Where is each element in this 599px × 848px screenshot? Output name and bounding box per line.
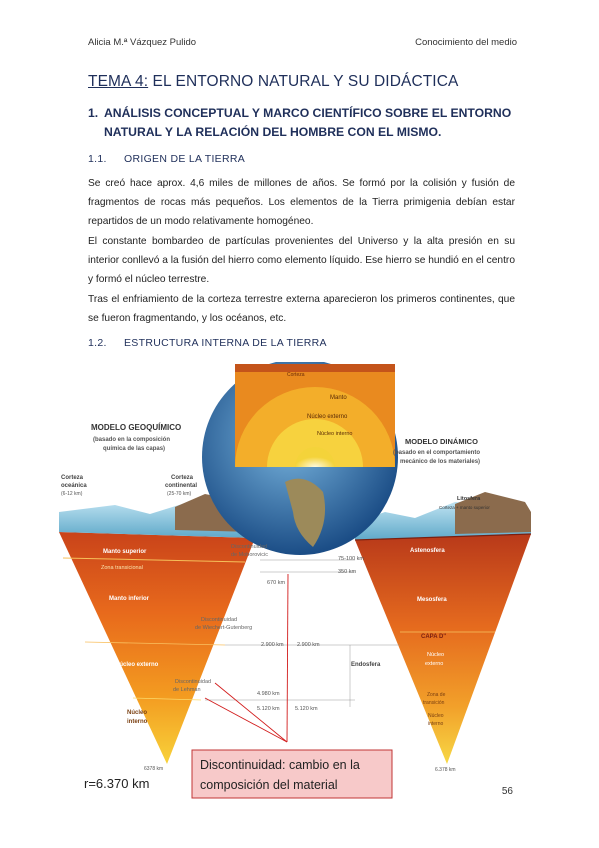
paragraph: Tras el enfriamiento de la corteza terre… [88, 294, 515, 324]
right-cone-body [355, 534, 531, 764]
depth-label: 6378 km [144, 766, 163, 772]
left-model-title: MODELO GEOQUÍMICO [91, 423, 181, 432]
endosfera-label: Endosfera [351, 662, 381, 668]
paragraph: El constante bombardeo de partículas pro… [88, 236, 515, 285]
globe-label: Manto [330, 395, 347, 401]
left-model-subtitle: (basado en la composición [93, 437, 170, 443]
core-boundary [84, 641, 226, 646]
discontinuity-label: de Mohorovicic [231, 552, 268, 558]
subsection-heading-1: 1.1. ORIGEN DE LA TIERRA [88, 153, 245, 165]
layer-label: Núcleo [427, 652, 444, 658]
africa-landmass [285, 478, 326, 547]
layer-label: Zona de [427, 692, 446, 698]
header-author: Alicia M.ª Vázquez Pulido [88, 37, 197, 48]
subsection-title: ESTRUCTURA INTERNA DE LA TIERRA [124, 337, 327, 349]
discontinuity-label: de Lehman [173, 687, 201, 693]
layer-label: Núcleo [428, 713, 444, 719]
callout-box [191, 749, 393, 799]
layer-label: Mesosfera [417, 597, 447, 603]
layer-label: Corteza + manto superior [439, 505, 490, 510]
paragraph: Se creó hace aprox. 4,6 miles de millone… [88, 178, 515, 227]
discontinuity-label: Discontinuidad [201, 617, 237, 623]
crust-range: (6-12 km) [61, 491, 83, 497]
section-line2: NATURAL Y LA RELACIÓN DEL HOMBRE CON EL … [104, 125, 442, 139]
inner-core-boundary [132, 697, 202, 701]
depth-label: 6.378 km [435, 767, 456, 773]
globe-label: Corteza [287, 372, 305, 378]
page-number: 56 [501, 786, 513, 797]
dynamic-cone [354, 492, 532, 764]
left-model-subtitle: química de las capas) [103, 446, 165, 452]
callout-pointers [204, 573, 289, 743]
transition-boundary [62, 557, 246, 563]
crust-label: Corteza [171, 475, 194, 481]
subsection-heading-2: 1.2. ESTRUCTURA INTERNA DE LA TIERRA [88, 337, 327, 349]
crust-range: (25-70 km) [167, 491, 192, 497]
layer-label: interno [428, 721, 444, 727]
right-model-title: MODELO DINÁMICO [405, 437, 478, 446]
globe-label: Núcleo externo [307, 414, 348, 420]
layer-label: interno [127, 719, 148, 725]
depth-label: 2.900 km [297, 642, 320, 648]
layer-label: Manto inferior [109, 596, 150, 602]
depth-label: 5.120 km [257, 706, 280, 712]
title-text: EL ENTORNO NATURAL Y SU DIDÁCTICA [148, 73, 459, 90]
section-heading: 1. ANÁLISIS CONCEPTUAL Y MARCO CIENTÍFICO… [88, 104, 516, 142]
layer-label: CAPA D'' [421, 634, 447, 640]
header-subject: Conocimiento del medio [415, 37, 517, 48]
section-number: 1. [88, 106, 99, 120]
depth-guides [205, 559, 400, 707]
right-model-subtitle: (basado en el comportamiento [393, 450, 480, 456]
geochemical-cone [59, 494, 255, 764]
discontinuity-label: Discontinuidad [231, 544, 267, 550]
crust-layer [235, 364, 395, 372]
discontinuity-label: Discontinuidad [175, 679, 211, 685]
globe-illustration: Corteza Manto Núcleo externo Núcleo inte… [202, 362, 398, 555]
depth-label: 670 km [267, 580, 285, 586]
layer-label: transición [423, 700, 445, 706]
globe-label: Núcleo interno [317, 431, 352, 437]
outer-core-layer [267, 419, 363, 467]
depth-label: 75-100 km [338, 556, 364, 562]
left-cone-body [59, 532, 255, 764]
right-model-subtitle: mecánico de los materiales) [400, 459, 480, 465]
subsection-title: ORIGEN DE LA TIERRA [124, 153, 246, 165]
layer-label: Astenosfera [410, 548, 445, 554]
layer-label: externo [425, 661, 443, 667]
crust-label: Corteza [61, 475, 84, 481]
layer-label: Manto superior [103, 549, 147, 555]
layer-label: Zona transicional [101, 565, 143, 571]
subsection-number: 1.1. [88, 153, 107, 165]
callout-text: Discontinuidad: cambio en la [200, 758, 360, 772]
depth-label: 4.980 km [257, 691, 280, 697]
lithosphere-boundary [354, 533, 532, 541]
callout-text: composición del material [200, 778, 338, 792]
radius-label: r=6.370 km [84, 776, 149, 791]
section-line1: ANÁLISIS CONCEPTUAL Y MARCO CIENTÍFICO S… [104, 106, 512, 120]
discontinuity-label: de Wiechert-Gutenberg [195, 625, 252, 631]
layer-label: Núcleo externo [115, 662, 159, 668]
earth-structure-figure: Corteza Manto Núcleo externo Núcleo inte… [59, 362, 532, 799]
depth-label: 5.120 km [295, 706, 318, 712]
depth-label: 2.900 km [261, 642, 284, 648]
title-prefix: TEMA 4: [88, 73, 149, 90]
depth-label: 350 km [338, 569, 356, 575]
page-title: TEMA 4: EL ENTORNO NATURAL Y SU DIDÁCTIC… [88, 73, 458, 91]
layer-label: Núcleo [127, 710, 147, 716]
right-continental-block [455, 492, 531, 534]
layer-label: Litosfera [457, 496, 481, 502]
inner-core-layer [295, 447, 335, 467]
crust-label: continental [165, 483, 197, 489]
crust-label: oceánica [61, 483, 87, 489]
subsection-number: 1.2. [88, 337, 107, 349]
